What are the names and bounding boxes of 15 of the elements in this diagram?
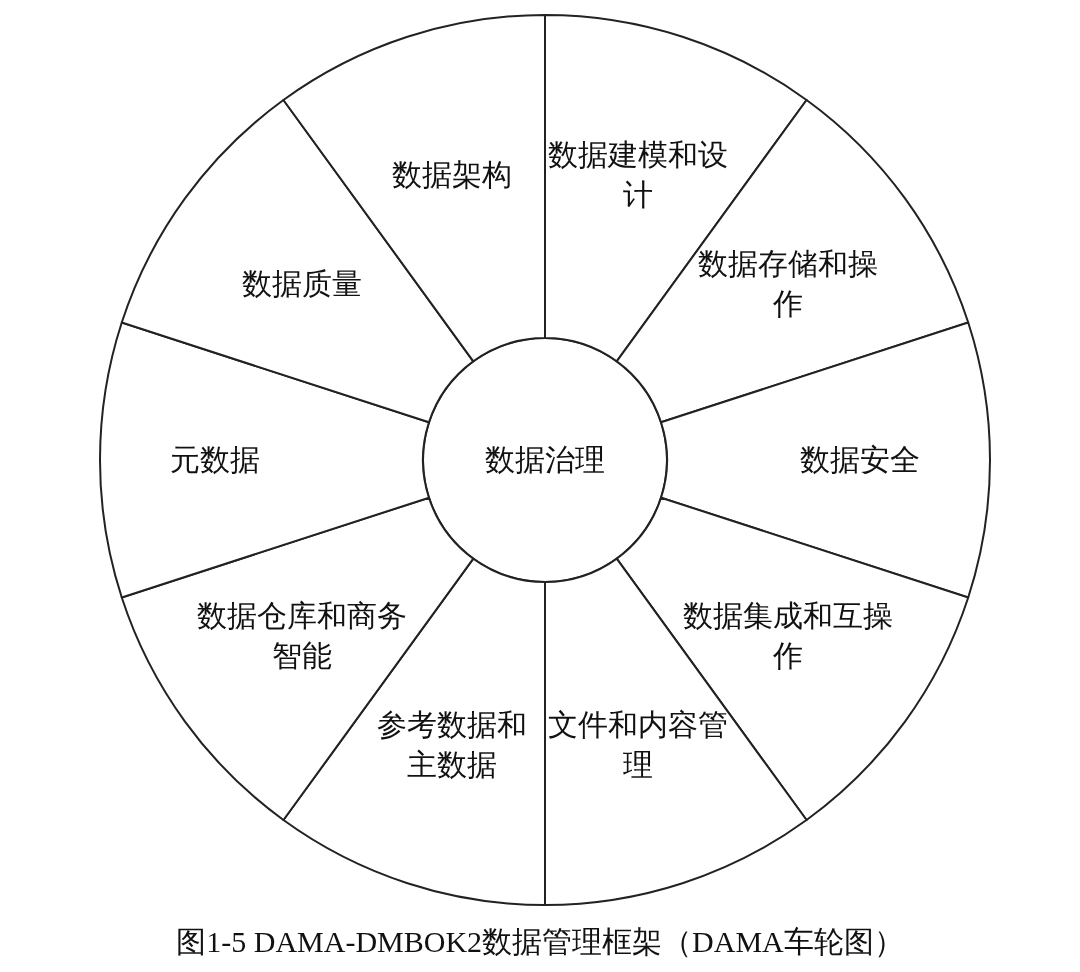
segment-label: 数据集成和互操作 [681,597,894,676]
segment-label: 数据安全 [800,441,920,479]
segment-label: 文件和内容管理 [546,706,729,785]
segment-label: 数据质量 [242,264,363,303]
segment-label: 数据存储和操作 [696,244,879,323]
segment-label: 数据建模和设计 [546,135,729,214]
segment-label: 数据仓库和商务智能 [196,597,409,676]
figure-caption: 图1-5 DAMA-DMBOK2数据管理框架（DAMA车轮图） [176,924,904,960]
wheel-segment [660,321,991,599]
hub-circle [422,337,668,583]
segment-label: 参考数据和主数据 [376,706,529,785]
segment-label: 数据架构 [392,155,513,194]
wheel-segment [99,321,430,599]
segment-label: 数据治理 [485,441,605,479]
segment-label: 元数据 [170,441,260,479]
